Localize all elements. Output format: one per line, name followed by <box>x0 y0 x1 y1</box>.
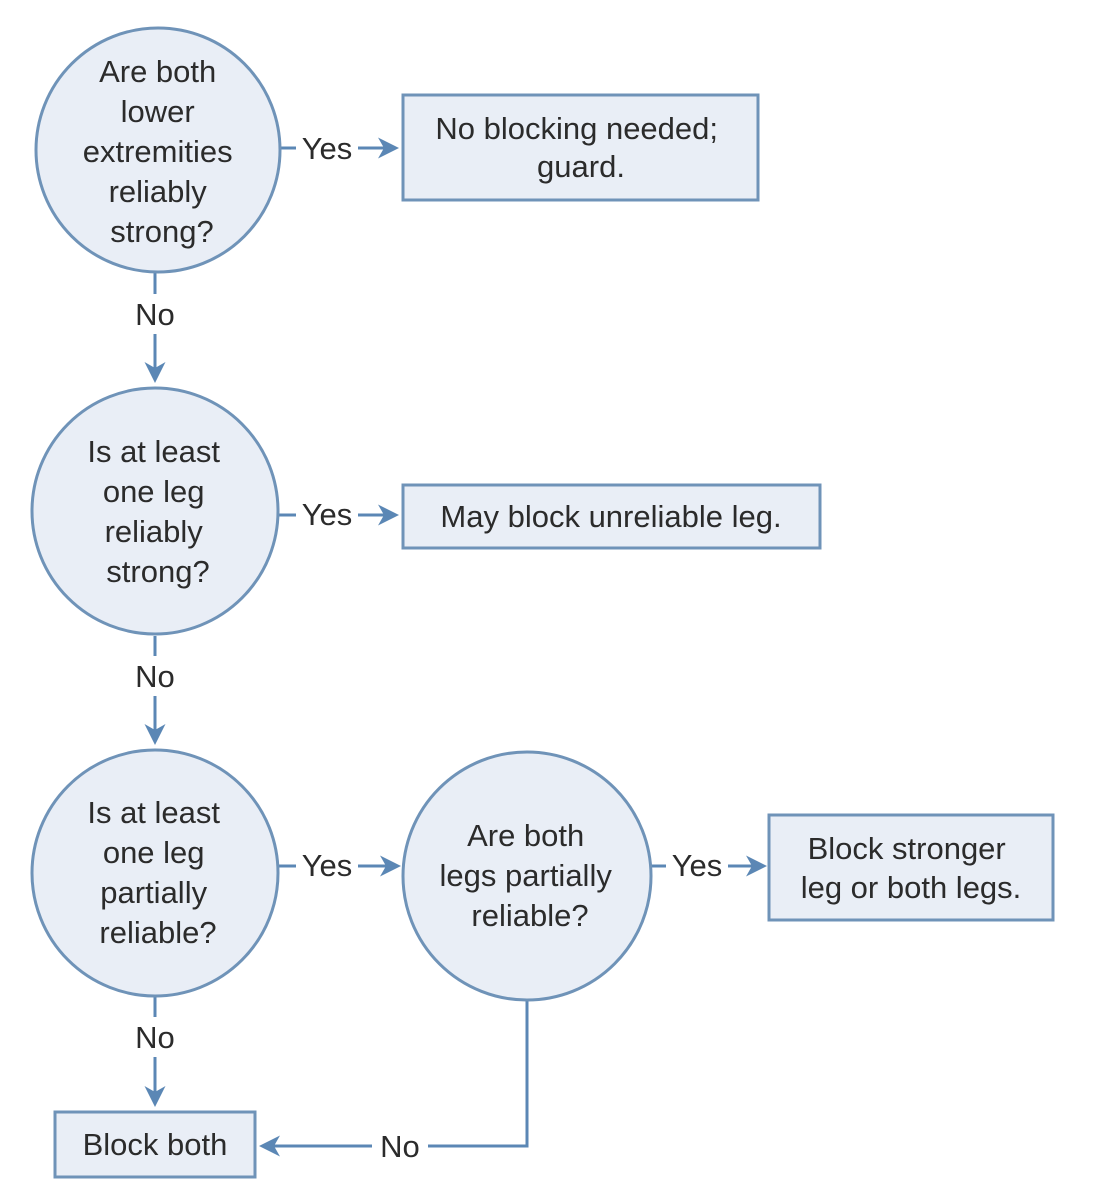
edge-q1-q2: No <box>128 272 182 383</box>
node-label: Are both lower extremities reliably stro… <box>83 54 242 249</box>
result-box-block-stronger-leg: Block stronger leg or both legs. <box>767 813 1055 922</box>
edge-label-q2-q3: No <box>135 659 175 694</box>
node-label: Are both legs partially reliable? <box>440 818 621 933</box>
edge-label-q2-r2: Yes <box>302 497 353 532</box>
edge-q2-r2: Yes <box>278 494 399 534</box>
result-box-no-blocking-needed: No blocking needed; guard. <box>401 93 760 202</box>
node-label: Is at least one leg partially reliable? <box>87 795 228 950</box>
edge-q1-r1: Yes <box>280 128 399 168</box>
edge-q3-r4: No <box>128 997 182 1107</box>
node-label: May block unreliable leg. <box>440 499 781 534</box>
result-box-block-both: Block both <box>53 1110 257 1179</box>
node-label: No blocking needed; guard. <box>435 111 726 184</box>
edge-q4-r3: Yes <box>652 845 767 885</box>
result-box-may-block-unreliable-leg: May block unreliable leg. <box>401 483 822 550</box>
edge-q4-r4: No <box>259 998 529 1167</box>
edge-label-q1-r1: Yes <box>302 131 353 166</box>
node-label: Block stronger leg or both legs. <box>801 831 1022 905</box>
node-label: Block both <box>83 1127 228 1162</box>
edge-label-q3-r4: No <box>135 1020 175 1055</box>
edge-label-q3-q4: Yes <box>302 848 353 883</box>
node-label: Is at least one leg reliably strong? <box>87 434 228 589</box>
decision-node-both-legs-partially-reliable: Are both legs partially reliable? <box>401 750 653 1002</box>
edge-q3-q4: Yes <box>278 845 401 885</box>
edge-label-q1-q2: No <box>135 297 175 332</box>
edge-q2-q3: No <box>128 636 182 745</box>
decision-node-both-extremities-strong: Are both lower extremities reliably stro… <box>34 26 282 274</box>
decision-node-one-leg-reliably-strong: Is at least one leg reliably strong? <box>30 386 280 636</box>
edge-label-q4-r4: No <box>380 1129 420 1164</box>
decision-node-one-leg-partially-reliable: Is at least one leg partially reliable? <box>30 748 280 998</box>
edge-label-q4-r3: Yes <box>672 848 723 883</box>
